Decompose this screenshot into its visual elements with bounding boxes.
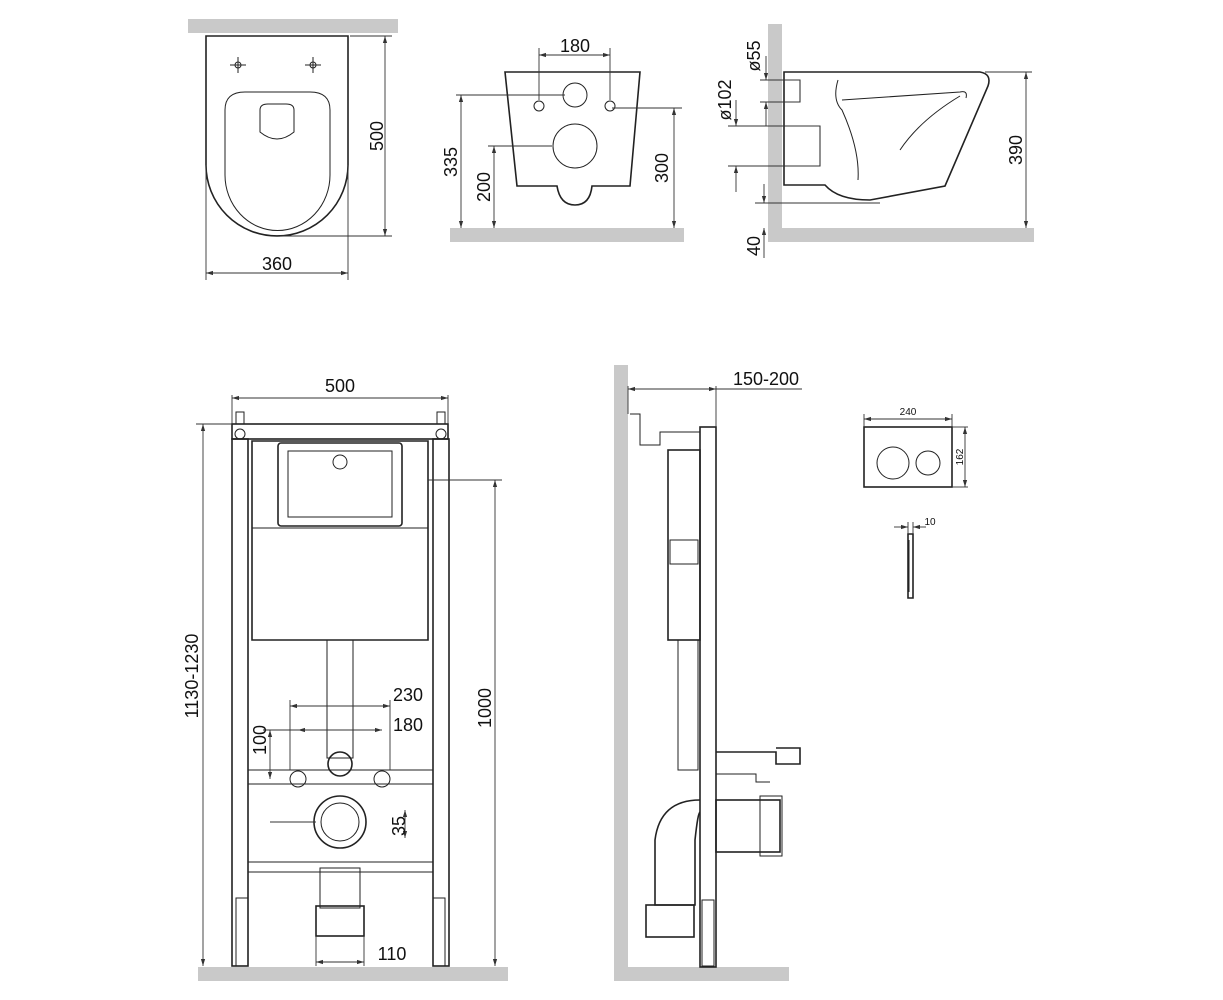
side-height-label: 390 [1006, 135, 1026, 165]
frame-anchor-right [435, 428, 447, 440]
bowl-side-outline [783, 71, 990, 201]
leg-right [432, 897, 446, 967]
flush-outlet [327, 751, 353, 777]
cistern-bracket [669, 539, 699, 565]
depth-range-label: 150-200 [733, 369, 799, 389]
outlet-diameter-label: ø102 [715, 79, 735, 120]
waste-side-connector [645, 904, 695, 938]
flush-opening [277, 442, 403, 527]
hole-spacing-label: 180 [560, 36, 590, 56]
frame-side-floor-hatch [614, 967, 789, 981]
front-view: 180 335 200 300 [441, 36, 684, 242]
frame-side-view: 150-200 [614, 365, 802, 981]
cistern-height-label: 1000 [475, 688, 495, 728]
flush-button-large [876, 446, 910, 480]
bowl-front-outline [504, 71, 641, 206]
outlet-height-label: 200 [474, 172, 494, 202]
flush-connector-2 [716, 773, 770, 783]
frame-left-post [231, 438, 249, 967]
waste-pipe [319, 867, 361, 909]
inner-spacing-label: 180 [393, 715, 423, 735]
cistern-body [251, 440, 429, 641]
flush-button-small [915, 450, 941, 476]
top-depth-label: 500 [367, 121, 387, 151]
flush-pipe [326, 639, 354, 759]
frame-floor-hatch [198, 967, 508, 981]
frame-height-label: 1130-1230 [182, 634, 202, 719]
bowl-rim [841, 91, 967, 101]
offset-35-label: 35 [389, 816, 409, 836]
bolt-hole-right [604, 100, 616, 112]
wall-bracket [630, 413, 700, 446]
bolt-height-label: 335 [441, 147, 461, 177]
frame-bolt-left [235, 411, 245, 425]
flush-plate [863, 426, 953, 488]
frame-anchor-left [234, 428, 246, 440]
bolt-hole-left [533, 100, 545, 112]
leg-left [235, 897, 249, 967]
plate-thickness-label: 10 [924, 517, 936, 528]
frame-right-post [432, 438, 450, 967]
bowl-inner-slope [899, 95, 961, 151]
seat-outline [224, 91, 331, 231]
plate-height-label: 162 [955, 448, 966, 465]
waste-side-outlet [715, 799, 781, 853]
pipe-110-label: 110 [378, 944, 407, 964]
flush-connector [716, 747, 801, 765]
waste-outlet [313, 795, 367, 849]
bottom-height-label: 300 [652, 153, 672, 183]
frame-side-post [699, 426, 717, 968]
bowl-opening [259, 103, 295, 140]
frame-crossbar-2 [247, 861, 434, 873]
inlet-spigot [783, 79, 801, 103]
side-wall-hatch [768, 24, 782, 242]
plate-side [907, 533, 914, 599]
waste-bend [654, 799, 701, 906]
waste-connector [315, 905, 365, 937]
floor-hatch [450, 228, 684, 242]
outlet-spigot [783, 125, 821, 167]
inlet-diameter-label: ø55 [744, 40, 764, 71]
plate-width-label: 240 [900, 407, 917, 418]
flush-plate-view: 240 162 10 [863, 407, 968, 599]
waste-outlet-inner [320, 802, 360, 842]
bowl-inner-curve [835, 79, 859, 181]
frame-crossbar-1 [247, 769, 434, 785]
floor-gap-label: 40 [744, 236, 764, 256]
outlet-hole [552, 123, 598, 169]
wall-hatch [188, 19, 398, 33]
frame-width-label: 500 [325, 376, 355, 396]
frame-bolt-right [436, 411, 446, 425]
side-view: ø55 ø102 390 40 [715, 24, 1034, 258]
side-floor-hatch [768, 228, 1034, 242]
bolt-left [289, 770, 307, 788]
side-leg [701, 899, 715, 967]
outer-spacing-label: 230 [393, 685, 423, 705]
flush-opening-inner [287, 450, 393, 518]
mounting-hole-left [230, 57, 246, 73]
bolt-right [373, 770, 391, 788]
frame-front-view: 500 1130-1230 1000 230 180 100 35 110 [182, 376, 508, 981]
frame-side-wall-hatch [614, 365, 628, 981]
cistern-side [667, 449, 701, 641]
height-100-label: 100 [250, 725, 270, 755]
flush-pipe-side [677, 639, 699, 771]
fill-valve [332, 454, 348, 470]
inlet-hole [562, 82, 588, 108]
mounting-hole-right [305, 57, 321, 73]
waste-side-collar [759, 795, 783, 857]
frame-top-rail [231, 423, 449, 440]
top-view: 360 500 [188, 19, 398, 280]
top-width-label: 360 [262, 254, 292, 274]
bowl-outline [205, 35, 349, 237]
